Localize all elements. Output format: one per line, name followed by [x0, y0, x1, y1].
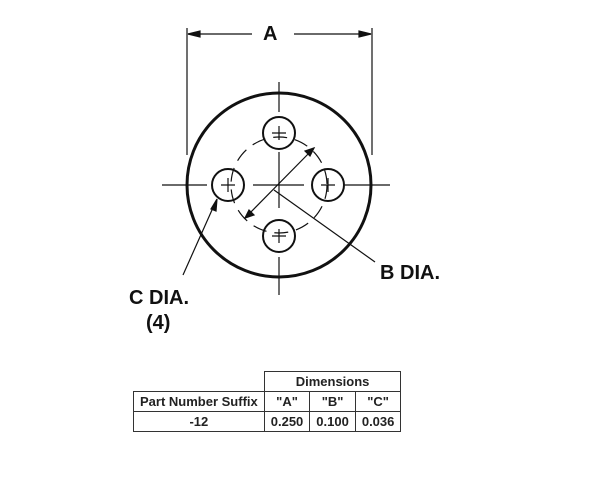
value-b: 0.100: [309, 411, 356, 432]
col-c: "C": [354, 391, 402, 412]
label-c-dia: C DIA.: [129, 287, 189, 309]
centerlines: [162, 82, 390, 295]
table-row: -12 0.250 0.100 0.036: [133, 411, 402, 432]
value-c: 0.036: [354, 411, 402, 432]
row-header: Part Number Suffix: [133, 391, 265, 412]
dimension-a: [186, 28, 373, 155]
col-b: "B": [309, 391, 356, 412]
label-b-dia: B DIA.: [380, 262, 440, 284]
value-a: 0.250: [263, 411, 311, 432]
group-header: Dimensions: [263, 371, 402, 392]
hole-crosses: [221, 126, 335, 243]
label-c-count: (4): [146, 312, 171, 334]
suffix-cell: -12: [133, 411, 265, 432]
col-a: "A": [263, 391, 311, 412]
leaders: [182, 146, 376, 276]
holes: [211, 116, 345, 253]
label-a: A: [263, 23, 278, 45]
dimensions-table: Dimensions Part Number Suffix "A" "B" "C…: [133, 371, 402, 432]
